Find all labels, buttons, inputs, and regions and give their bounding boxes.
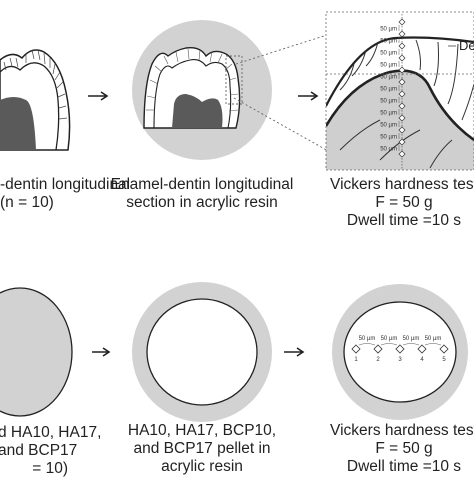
indent-mark	[373, 344, 383, 354]
caption-bottom-2: HA10, HA17, BCP10, and BCP17 pellet in a…	[128, 422, 276, 476]
caption-top-2-line-2: section in acrylic resin	[126, 194, 278, 211]
caption-top-3-line-2: F = 50 g	[375, 194, 433, 211]
spacing-label: 50 µm	[359, 336, 376, 342]
indent-mark	[398, 18, 406, 26]
spacing-label: 50 µm	[380, 135, 397, 141]
indent-mark	[398, 78, 406, 86]
indent-mark	[439, 344, 449, 354]
indent-mark	[398, 126, 406, 134]
spacing-label: 50 µm	[381, 336, 398, 342]
indent-mark	[398, 66, 406, 74]
spacing-label: 50 µm	[425, 336, 442, 342]
caption-top-3-line-1: Vickers hardness test	[330, 176, 474, 193]
spacing-label: 50 µm	[380, 99, 397, 105]
pellet-sample	[0, 287, 73, 417]
spacing-label: 50 µm	[380, 51, 397, 57]
caption-top-2: Enamel-dentin longitudinal section in ac…	[111, 176, 294, 212]
spacing-bracket	[380, 343, 398, 346]
spacing-label: 50 µm	[380, 63, 397, 69]
indent-mark	[398, 102, 406, 110]
caption-bottom-3: Vickers hardness test F = 50 g Dwell tim…	[330, 422, 474, 476]
spacing-label: 50 µm	[380, 87, 397, 93]
spacing-label: 50 µm	[380, 123, 397, 129]
caption-bottom-1: d HA10, HA17, and BCP17 = 10)	[0, 424, 102, 478]
indent-mark	[398, 54, 406, 62]
caption-bottom-1-line-1: d HA10, HA17,	[0, 424, 102, 441]
spacing-label: 50 µm	[380, 75, 397, 81]
tooth-longitudinal-section	[0, 49, 71, 151]
caption-bottom-2-line-2: and BCP17 pellet in	[133, 440, 271, 457]
indent-number: 3	[398, 357, 402, 363]
indent-mark	[398, 30, 406, 38]
zoom-hardness-panel: 50 µm 50 µm 50 µm 50 µm 50 µm 50 µm 50 µm 50 µm…	[326, 12, 474, 170]
indent-mark	[398, 114, 406, 122]
caption-bottom-3-line-3: Dwell time =10 s	[346, 458, 462, 475]
spacing-label: 50 µm	[403, 336, 420, 342]
spacing-bracket	[402, 343, 420, 346]
indent-column-top	[398, 18, 406, 158]
indent-row-bottom: 1 2 3 4 5 50 µm 50 µm 50 µm 50 µm	[351, 336, 449, 363]
caption-top-1-line-1: -dentin longitudinal	[0, 176, 131, 193]
caption-bottom-1-line-2: and BCP17	[0, 442, 78, 459]
indent-mark	[398, 150, 406, 158]
caption-top-3-line-3: Dwell time =10 s	[346, 212, 462, 229]
caption-bottom-1-line-3: = 10)	[32, 460, 68, 477]
indent-mark	[398, 90, 406, 98]
caption-top-1-line-2: (n = 10)	[0, 194, 54, 211]
tooth-in-resin	[132, 20, 272, 160]
indent-mark	[395, 344, 405, 354]
arrow-bottom-1	[92, 347, 111, 357]
caption-bottom-3-line-1: Vickers hardness test	[330, 422, 474, 439]
indent-mark	[351, 344, 361, 354]
arrow-top-1	[88, 91, 109, 101]
caption-top-2-line-1: Enamel-dentin longitudinal	[110, 176, 294, 193]
spacing-label: 50 µm	[380, 27, 397, 33]
caption-bottom-3-line-2: F = 50 g	[375, 440, 433, 457]
spacing-label: 50 µm	[380, 111, 397, 117]
spacing-labels-top: 50 µm 50 µm 50 µm 50 µm 50 µm 50 µm 50 µm 50 µm…	[380, 25, 400, 153]
pellet-hardness-test: 1 2 3 4 5 50 µm 50 µm 50 µm 50 µm	[332, 284, 468, 420]
indent-number: 1	[354, 357, 358, 363]
caption-bottom-2-line-3: acrylic resin	[161, 458, 243, 475]
spacing-bracket	[358, 343, 376, 346]
spacing-label: 50 µm	[380, 147, 397, 153]
zoom-label-partial: De	[459, 38, 474, 53]
pellet-in-resin	[132, 282, 272, 422]
indent-mark	[398, 138, 406, 146]
indent-number: 2	[376, 357, 380, 363]
zoom-lines	[225, 33, 331, 153]
arrow-bottom-2	[284, 347, 305, 357]
indent-number: 4	[420, 357, 424, 363]
caption-top-3: Vickers hardness test F = 50 g Dwell tim…	[330, 176, 474, 230]
indent-number: 5	[442, 357, 446, 363]
arrow-top-2	[298, 91, 319, 101]
spacing-label: 50 µm	[380, 39, 397, 45]
indent-mark	[417, 344, 427, 354]
caption-top-1: -dentin longitudinal (n = 10)	[0, 176, 131, 212]
spacing-bracket	[424, 343, 442, 346]
caption-bottom-2-line-1: HA10, HA17, BCP10,	[127, 422, 277, 439]
indent-mark	[398, 42, 406, 50]
